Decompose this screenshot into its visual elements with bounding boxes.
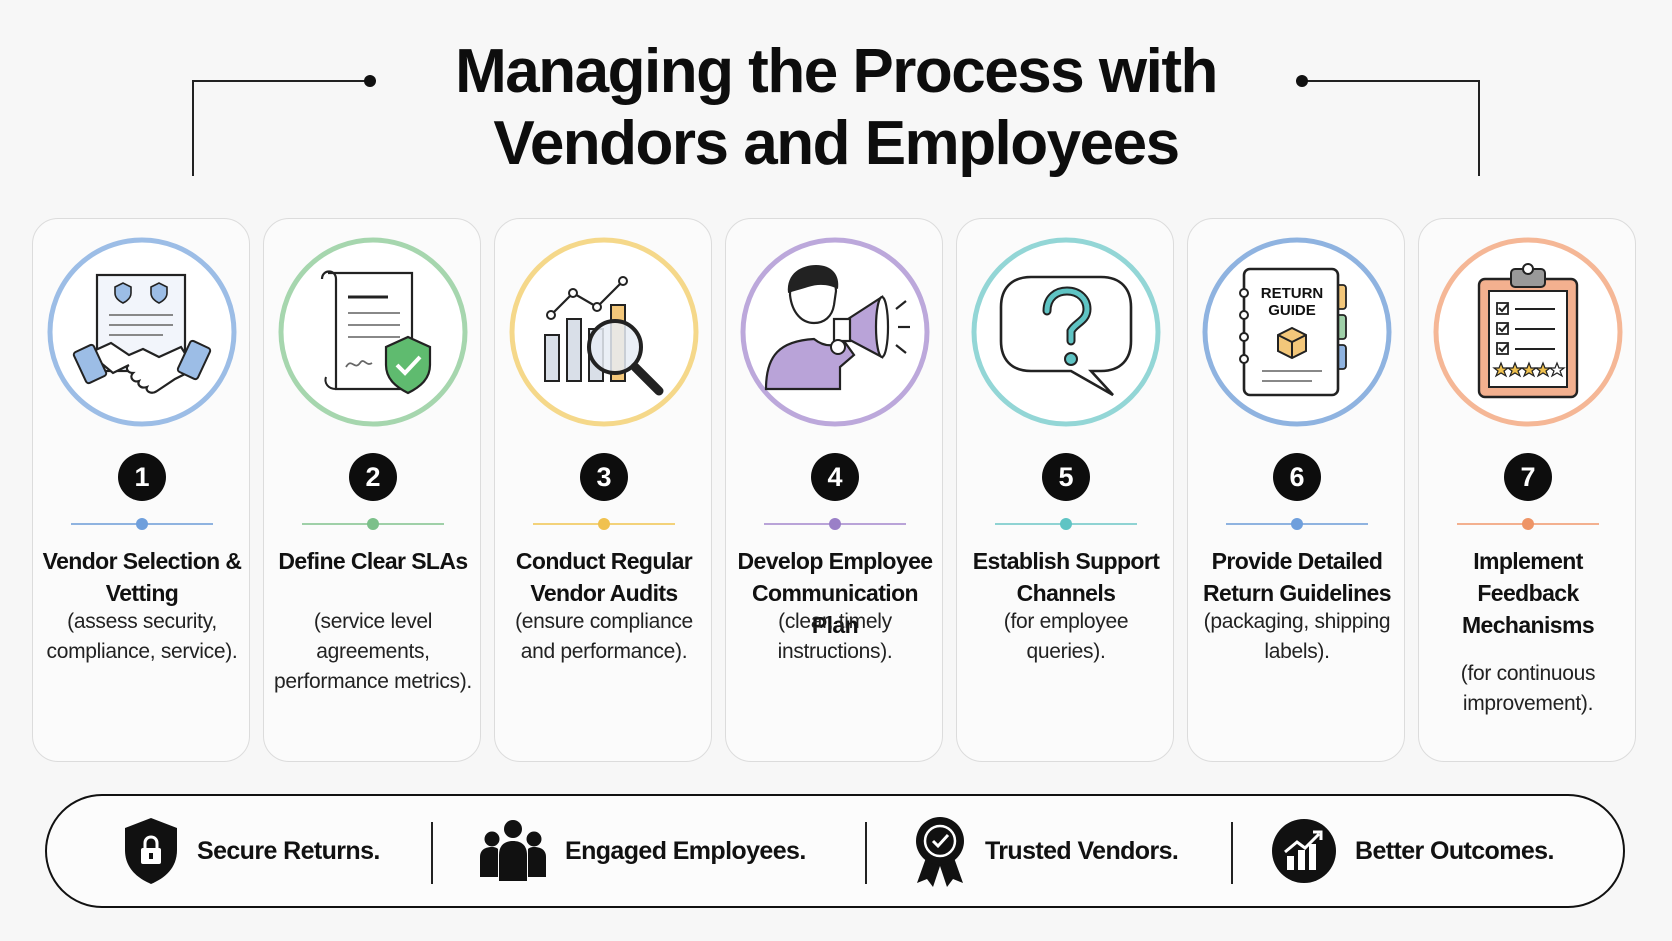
outcome-separator — [431, 822, 433, 884]
outcome-label: Trusted Vendors. — [985, 836, 1179, 865]
step-card-5: 5 Establish Support Channels (for employ… — [956, 218, 1174, 762]
book-text-guide: GUIDE — [1268, 302, 1316, 319]
outcome-trusted-vendors: Trusted Vendors. — [913, 796, 1179, 906]
question-bubble-icon — [969, 235, 1163, 429]
step-card-6: RETURN GUIDE 6 Provide Detailed Return G… — [1187, 218, 1405, 762]
step-number-badge: 6 — [1273, 453, 1321, 501]
page-title-line-1: Managing the Process with — [455, 37, 1218, 106]
step-description: (for continuous improvement). — [1460, 662, 1596, 715]
contract-shield-icon — [276, 235, 470, 429]
title-section: Managing the Process with Vendors and Em… — [0, 0, 1672, 200]
step-title: Implement Feedback Mechanisms — [1461, 548, 1595, 638]
outcome-engaged-employees: Engaged Employees. — [479, 796, 806, 906]
shield-lock-icon — [125, 818, 177, 884]
step-divider-dot — [1060, 518, 1072, 530]
person-megaphone-icon — [738, 235, 932, 429]
page-title-line-2: Vendors and Employees — [493, 109, 1180, 178]
title-bracket-left — [192, 80, 370, 176]
step-description: (for employee queries). — [1003, 610, 1129, 663]
step-divider-dot — [367, 518, 379, 530]
book-text-return: RETURN — [1261, 285, 1324, 302]
outcome-better-outcomes: Better Outcomes. — [1271, 796, 1554, 906]
handshake-certificate-icon — [45, 235, 239, 429]
step-card-1: 1 Vendor Selection & Vetting (assess sec… — [32, 218, 250, 762]
growth-chart-icon — [1272, 819, 1336, 883]
outcome-separator — [865, 822, 867, 884]
step-card-3: 3 Conduct Regular Vendor Audits (ensure … — [494, 218, 712, 762]
step-number-badge: 7 — [1504, 453, 1552, 501]
step-title: Provide Detailed Return Guidelines — [1203, 548, 1391, 606]
step-divider-dot — [1291, 518, 1303, 530]
chart-magnifier-icon — [507, 235, 701, 429]
step-description: (assess security, compliance, service). — [46, 610, 238, 663]
step-title: Define Clear SLAs — [278, 548, 468, 574]
people-group-icon — [480, 820, 546, 881]
step-title: Establish Support Channels — [972, 548, 1160, 606]
step-number-badge: 4 — [811, 453, 859, 501]
step-description: (packaging, shipping labels). — [1203, 610, 1391, 663]
steps-row: 1 Vendor Selection & Vetting (assess sec… — [32, 218, 1640, 762]
title-bracket-dot-left — [364, 75, 376, 87]
step-title: Develop Employee Communication Plan — [737, 548, 934, 638]
title-bracket-right — [1302, 80, 1480, 176]
step-divider-dot — [829, 518, 841, 530]
award-badge-icon — [916, 817, 964, 887]
outcome-label: Engaged Employees. — [565, 836, 806, 865]
step-divider-dot — [136, 518, 148, 530]
step-number-badge: 1 — [118, 453, 166, 501]
step-card-7: 7 Implement Feedback Mechanisms (for con… — [1418, 218, 1636, 762]
step-number-badge: 3 — [580, 453, 628, 501]
title-bracket-dot-right — [1296, 75, 1308, 87]
step-card-4: 4 Develop Employee Communication Plan (c… — [725, 218, 943, 762]
step-description: (ensure compliance and performance). — [515, 610, 693, 663]
step-description: (clear, timely instructions). — [777, 610, 893, 663]
step-divider-dot — [1522, 518, 1534, 530]
return-guide-book-icon: RETURN GUIDE — [1200, 235, 1394, 429]
step-number-badge: 5 — [1042, 453, 1090, 501]
page-title: Managing the Process with Vendors and Em… — [380, 36, 1292, 180]
feedback-clipboard-icon — [1431, 235, 1625, 429]
outcomes-bar: Secure Returns. Engaged Employees. Trust… — [45, 794, 1625, 908]
outcome-label: Better Outcomes. — [1355, 836, 1554, 865]
step-card-2: 2 Define Clear SLAs (service level agree… — [263, 218, 481, 762]
step-number-badge: 2 — [349, 453, 397, 501]
outcome-label: Secure Returns. — [197, 836, 380, 865]
step-title: Vendor Selection & Vetting — [42, 548, 242, 606]
step-divider-dot — [598, 518, 610, 530]
step-description: (service level agreements, performance m… — [274, 610, 472, 693]
step-title: Conduct Regular Vendor Audits — [515, 548, 693, 606]
outcome-separator — [1231, 822, 1233, 884]
outcome-secure-returns: Secure Returns. — [123, 796, 380, 906]
